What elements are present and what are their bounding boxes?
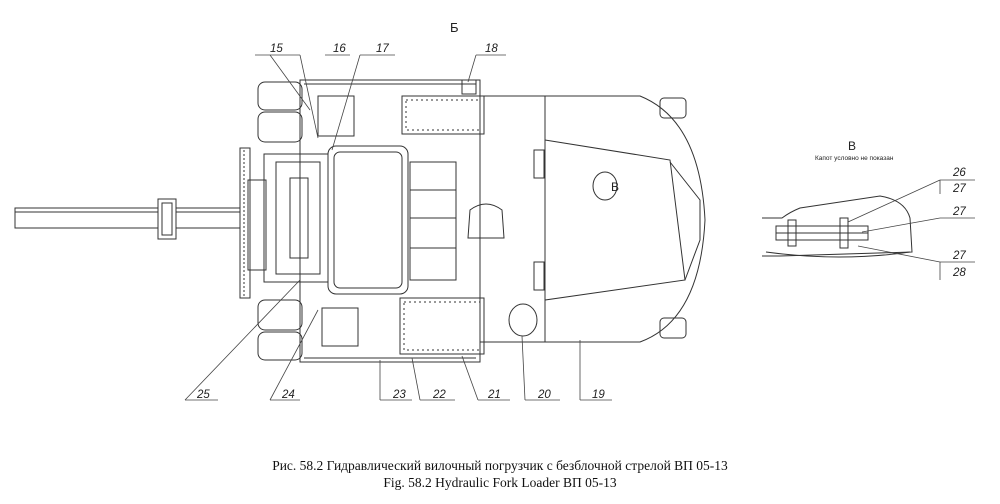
callout-16: 16 [333, 43, 346, 55]
callout-26: 26 [952, 167, 966, 179]
fork-assembly [14, 147, 267, 299]
leader-lines [184, 54, 975, 401]
wheel-front-right [257, 299, 303, 361]
callout-27b: 27 [952, 206, 966, 218]
callout-28: 28 [952, 267, 966, 279]
caption-en: Fig. 58.2 Hydraulic Fork Loader ВП 05-13 [383, 475, 617, 490]
callout-27c: 27 [952, 250, 966, 262]
callout-24: 24 [281, 389, 295, 401]
detail-view-label: В [848, 139, 856, 153]
engine-hood [480, 95, 706, 343]
callout-22: 22 [432, 389, 446, 401]
callout-18: 18 [485, 43, 498, 55]
callout-27a: 27 [952, 183, 966, 195]
view-label-top: Б [450, 20, 459, 35]
detail-view [762, 195, 913, 258]
main-frame [299, 79, 481, 363]
operator-cab [327, 145, 457, 295]
callout-15: 15 [270, 43, 283, 55]
callout-21: 21 [487, 389, 501, 401]
mast-carriage [263, 153, 329, 283]
callout-20: 20 [537, 389, 551, 401]
wheel-front-left [257, 81, 303, 143]
callout-19: 19 [592, 389, 605, 401]
detail-view-note: Капот условно не показан [815, 155, 894, 162]
fuel-tank [508, 303, 538, 337]
top-grille [401, 79, 485, 135]
arrow-label: В [611, 180, 619, 194]
callout-17: 17 [376, 43, 389, 55]
seat [467, 203, 505, 239]
wheel-rear [659, 97, 687, 339]
bottom-grille [399, 297, 485, 355]
callout-25: 25 [196, 389, 210, 401]
callout-23: 23 [392, 389, 406, 401]
caption-ru: Рис. 58.2 Гидравлический вилочный погруз… [272, 458, 728, 473]
